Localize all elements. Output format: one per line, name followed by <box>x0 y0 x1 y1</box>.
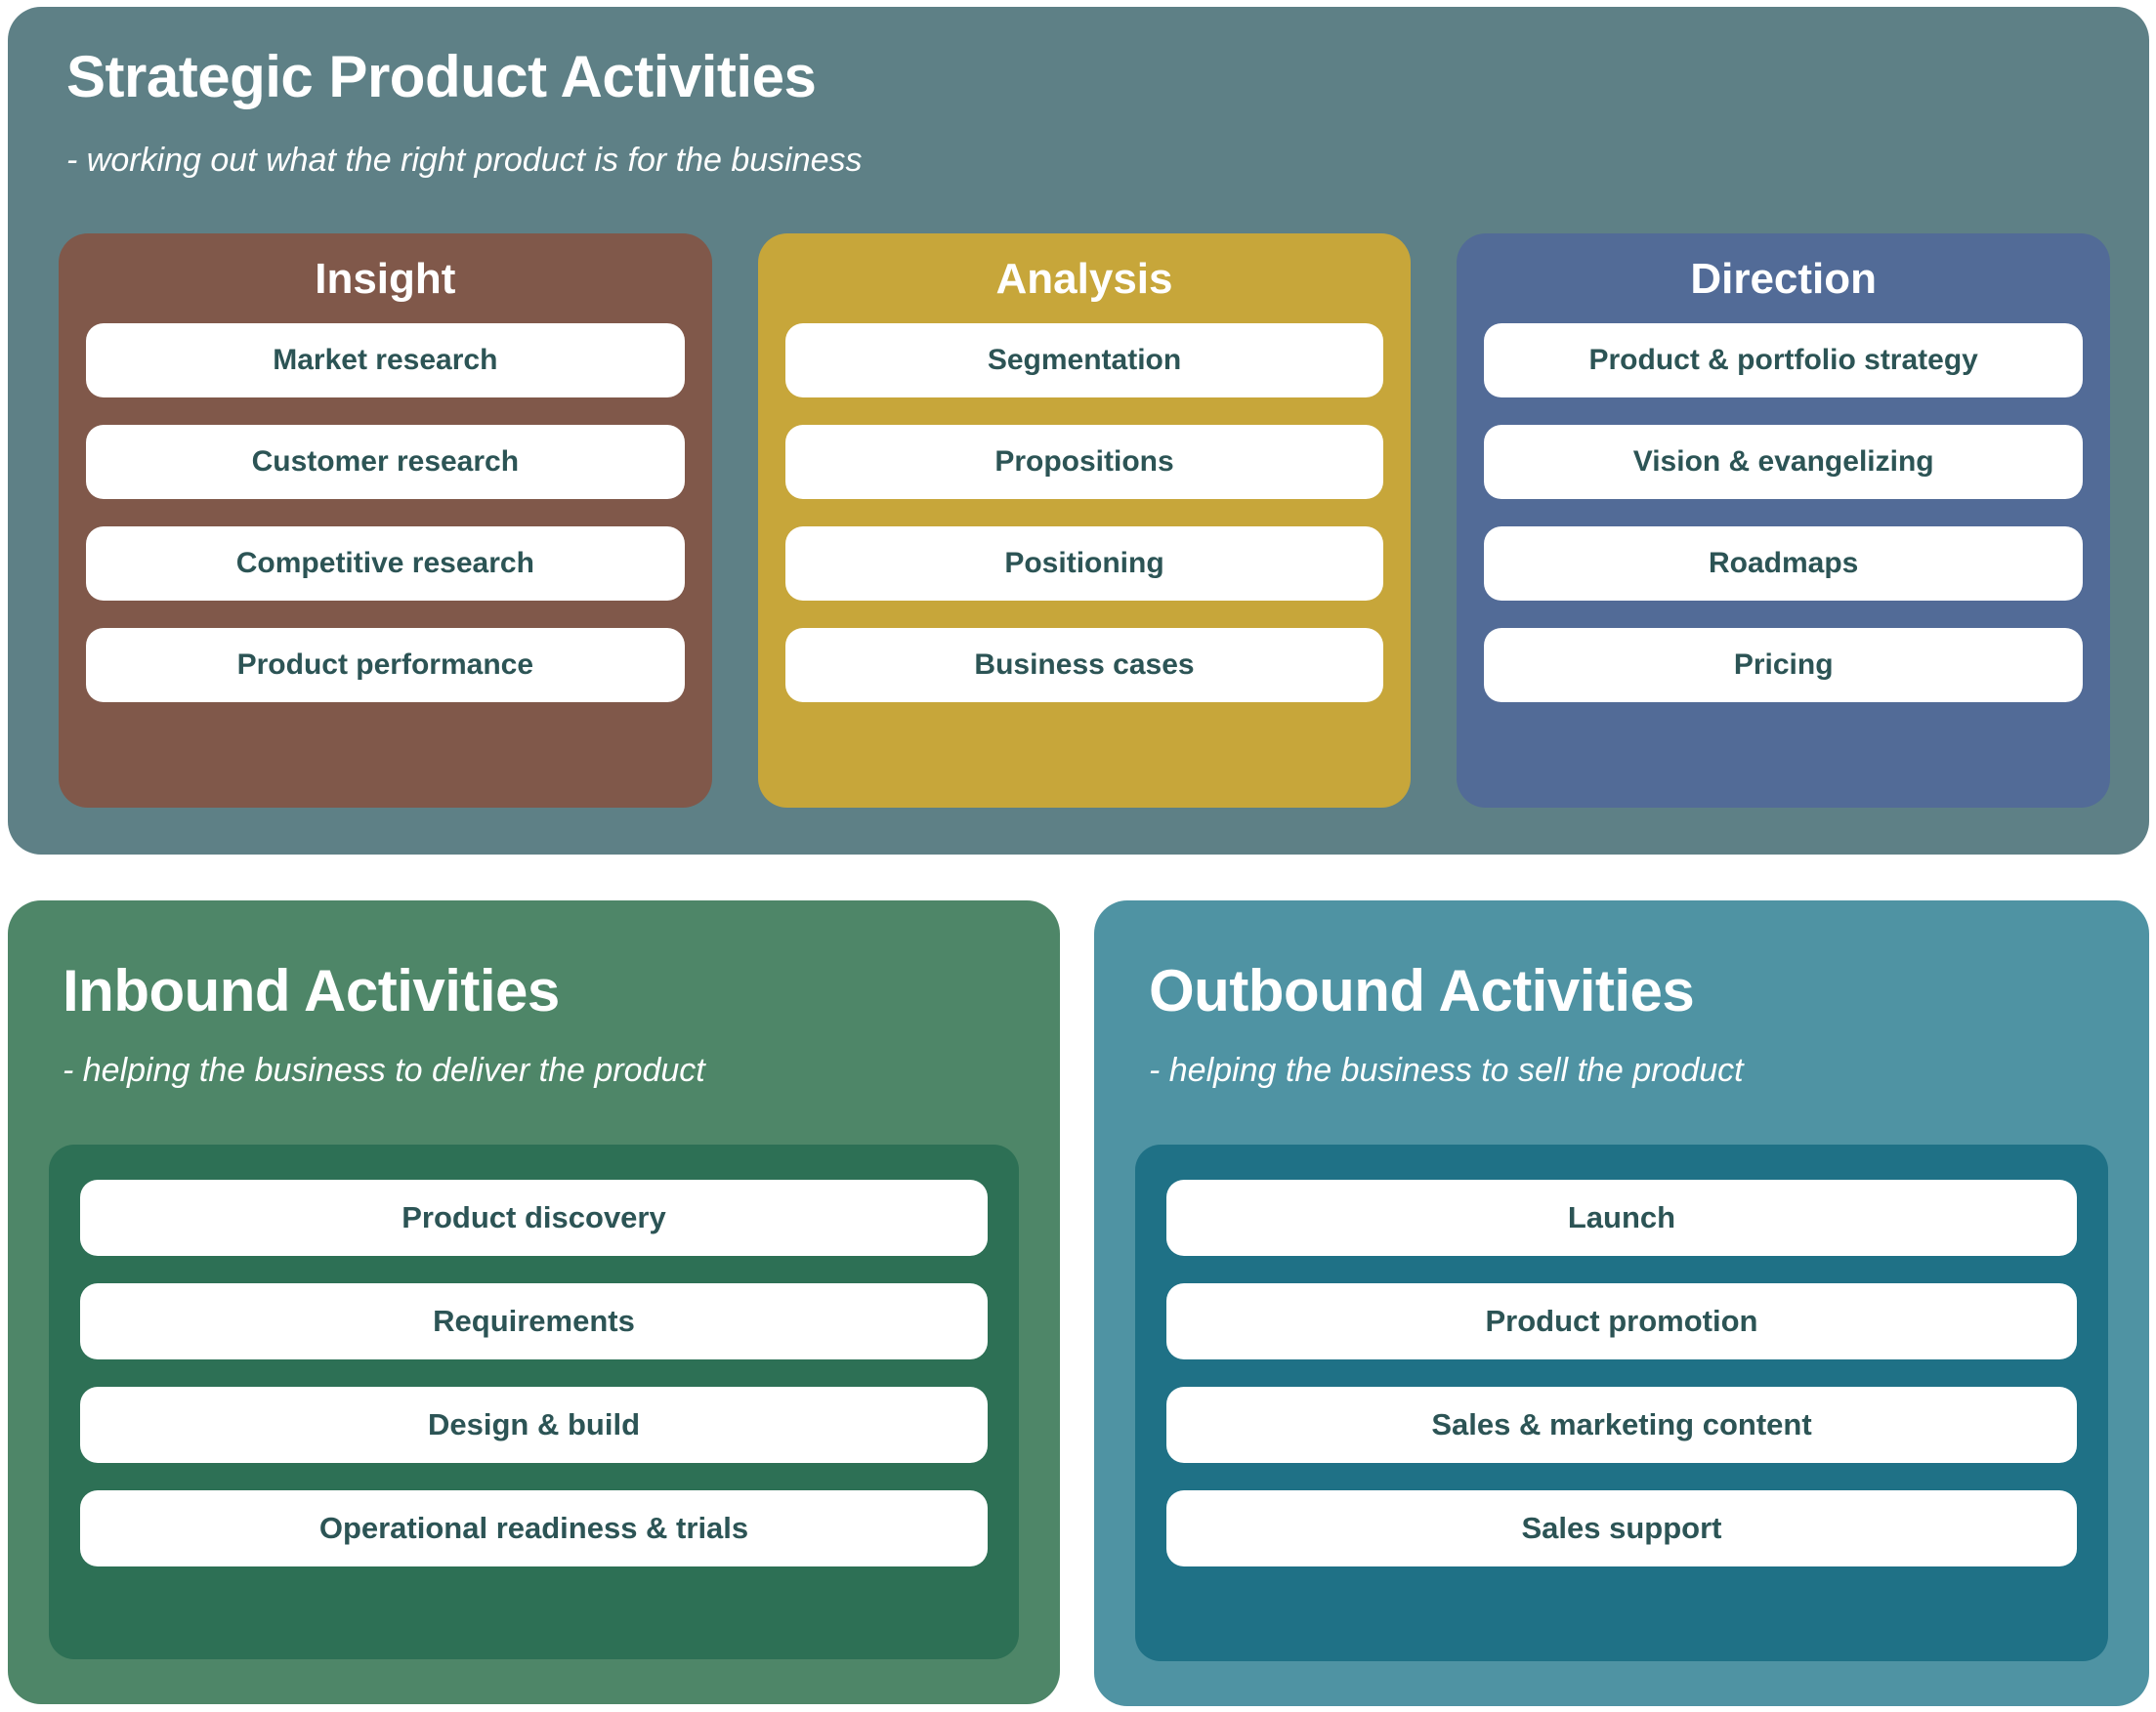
outbound-item-sales-support[interactable]: Sales support <box>1166 1490 2077 1566</box>
direction-item-product-portfolio-strategy[interactable]: Product & portfolio strategy <box>1484 323 2084 398</box>
analysis-item-segmentation[interactable]: Segmentation <box>784 323 1384 398</box>
outbound-panel-subtitle: - helping the business to sell the produ… <box>1149 1052 1744 1089</box>
direction-item-vision-evangelizing[interactable]: Vision & evangelizing <box>1484 425 2084 500</box>
inbound-item-requirements[interactable]: Requirements <box>80 1283 988 1359</box>
direction-item-pricing[interactable]: Pricing <box>1484 628 2084 703</box>
inbound-item-operational-readiness-trials[interactable]: Operational readiness & trials <box>80 1490 988 1566</box>
strategic-panel-title: Strategic Product Activities <box>66 44 817 109</box>
outbound-item-sales-marketing-content[interactable]: Sales & marketing content <box>1166 1387 2077 1463</box>
outbound-item-launch[interactable]: Launch <box>1166 1180 2077 1256</box>
analysis-item-propositions[interactable]: Propositions <box>784 425 1384 500</box>
strategic-panel-subtitle: - working out what the right product is … <box>66 142 863 179</box>
insight-item-market-research[interactable]: Market research <box>86 323 685 398</box>
insight-item-competitive-research[interactable]: Competitive research <box>86 526 685 602</box>
column-direction-title: Direction <box>1690 255 1878 303</box>
inbound-item-design-build[interactable]: Design & build <box>80 1387 988 1463</box>
column-insight-title: Insight <box>315 255 456 303</box>
analysis-item-business-cases[interactable]: Business cases <box>784 628 1384 703</box>
inbound-panel-subtitle: - helping the business to deliver the pr… <box>63 1052 705 1089</box>
column-insight: Insight Market research Customer researc… <box>59 233 712 808</box>
outbound-activities-panel: Outbound Activities - helping the busine… <box>1094 900 2149 1706</box>
direction-item-roadmaps[interactable]: Roadmaps <box>1484 526 2084 602</box>
analysis-item-positioning[interactable]: Positioning <box>784 526 1384 602</box>
inbound-item-product-discovery[interactable]: Product discovery <box>80 1180 988 1256</box>
strategic-columns-container: Insight Market research Customer researc… <box>59 233 2111 808</box>
insight-item-customer-research[interactable]: Customer research <box>86 425 685 500</box>
column-analysis-title: Analysis <box>995 255 1173 303</box>
inbound-activities-panel: Inbound Activities - helping the busines… <box>8 900 1060 1704</box>
outbound-item-product-promotion[interactable]: Product promotion <box>1166 1283 2077 1359</box>
inbound-panel-title: Inbound Activities <box>63 958 560 1023</box>
strategic-product-activities-panel: Strategic Product Activities - working o… <box>8 7 2149 855</box>
column-direction: Direction Product & portfolio strategy V… <box>1457 233 2111 808</box>
inbound-items-container: Product discovery Requirements Design & … <box>49 1145 1019 1659</box>
insight-item-product-performance[interactable]: Product performance <box>86 628 685 703</box>
outbound-panel-title: Outbound Activities <box>1149 958 1695 1023</box>
outbound-items-container: Launch Product promotion Sales & marketi… <box>1135 1145 2108 1661</box>
column-analysis: Analysis Segmentation Propositions Posit… <box>757 233 1412 808</box>
